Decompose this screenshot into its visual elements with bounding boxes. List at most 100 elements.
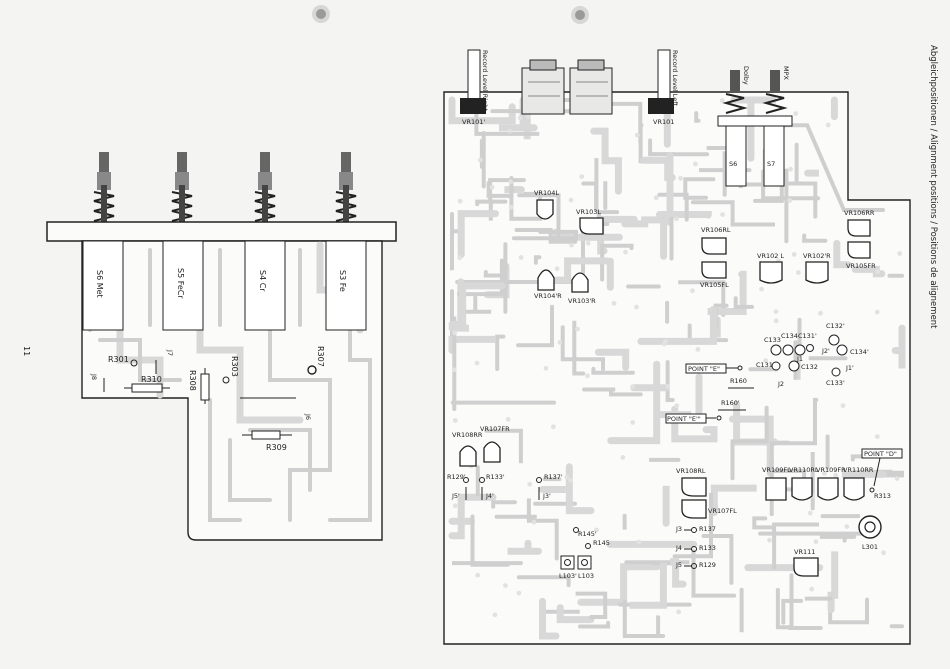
pcb-pad bbox=[759, 286, 764, 292]
label-r137: R137 bbox=[699, 525, 716, 533]
left-board-traces bbox=[88, 241, 372, 522]
pcb-pad bbox=[788, 166, 793, 172]
pcb-pad bbox=[527, 481, 533, 487]
trimmer-vr102l: VR102 L bbox=[757, 252, 784, 284]
label-j8: J8 bbox=[90, 373, 98, 380]
pcb-pad bbox=[452, 503, 458, 509]
pcb-pad bbox=[620, 455, 626, 460]
pcb-trace bbox=[607, 360, 661, 445]
label-j1p: J1' bbox=[845, 364, 854, 372]
pcb-trace bbox=[670, 558, 687, 588]
test-point-e-prime: POINT "E'" bbox=[665, 413, 722, 424]
pcb-pad bbox=[508, 179, 514, 185]
pcb-pad bbox=[897, 251, 903, 256]
label-c132p: C132' bbox=[826, 322, 845, 330]
pcb-trace bbox=[450, 316, 457, 411]
trimmer-row-vr109-vr110: VR109FL VR110RL VR109FR VR110RR bbox=[762, 466, 874, 501]
pcb-pad bbox=[564, 474, 570, 480]
pcb-trace bbox=[572, 320, 586, 376]
label-mpx: MPX bbox=[782, 66, 790, 81]
label-vr101: VR101 bbox=[653, 118, 674, 126]
pcb-pad bbox=[554, 266, 560, 272]
pcb-pad bbox=[611, 300, 617, 306]
label-j5p: J5' bbox=[451, 492, 460, 500]
label-j3p: J3' bbox=[542, 492, 551, 500]
pcb-trace bbox=[457, 258, 504, 297]
switch-s5-label: S5 FeCr bbox=[176, 268, 185, 299]
right-board: Record Level Right VR101' Record Level L… bbox=[443, 49, 911, 645]
pcb-trace bbox=[622, 599, 666, 638]
pcb-trace bbox=[495, 334, 506, 371]
pcb-trace bbox=[448, 282, 506, 332]
pcb-pad bbox=[623, 249, 628, 255]
label-point-d: POINT "D" bbox=[864, 450, 897, 458]
pcb-pad bbox=[773, 318, 779, 324]
label-c132: C132 bbox=[801, 363, 818, 371]
pcb-pad bbox=[557, 340, 563, 345]
pcb-trace bbox=[474, 111, 540, 136]
pcb-trace bbox=[483, 270, 505, 278]
component-j8: J8 bbox=[90, 373, 105, 392]
pcb-pad bbox=[763, 358, 768, 363]
trimmer-vr104l: VR104L bbox=[534, 189, 559, 220]
pcb-pad bbox=[634, 304, 639, 310]
pcb-trace bbox=[640, 156, 676, 181]
pcb-trace bbox=[752, 516, 774, 530]
pcb-pad bbox=[569, 242, 574, 248]
pcb-pad bbox=[807, 510, 813, 516]
label-vr106rl: VR106RL bbox=[701, 226, 731, 234]
label-vr106rr: VR106RR bbox=[844, 209, 875, 217]
pcb-trace bbox=[594, 348, 630, 371]
pcb-pad bbox=[720, 212, 725, 218]
label-vr103r: VR103'R bbox=[568, 297, 596, 305]
pcb-trace bbox=[621, 216, 668, 260]
label-j2p: J2' bbox=[821, 347, 830, 355]
pcb-pad bbox=[813, 539, 819, 545]
label-vr109fl: VR109FL bbox=[762, 466, 791, 474]
label-vr102l: VR102 L bbox=[757, 252, 784, 260]
label-c131p: C131' bbox=[798, 332, 817, 340]
pcb-trace bbox=[560, 325, 605, 371]
pcb-pad bbox=[567, 477, 573, 483]
pcb-pad bbox=[517, 115, 523, 121]
pcb-pad bbox=[825, 122, 831, 128]
pcb-pad bbox=[452, 418, 458, 423]
pcb-pad bbox=[818, 310, 823, 316]
components-r145: R145' R145 bbox=[573, 527, 610, 549]
pcb-trace bbox=[582, 387, 643, 397]
label-vr105fl: VR105FL bbox=[700, 281, 729, 289]
label-j4p: J4' bbox=[485, 492, 494, 500]
label-r145p: R145' bbox=[578, 530, 597, 538]
pcb-trace bbox=[526, 498, 559, 561]
trimmer-vr105fr: VR105FR bbox=[846, 241, 876, 270]
pcb-trace bbox=[690, 200, 775, 227]
pcb-trace bbox=[539, 597, 560, 640]
pcb-trace bbox=[827, 551, 839, 614]
pcb-trace bbox=[678, 280, 726, 317]
pcb-pad bbox=[881, 550, 886, 556]
label-point-e-prime: POINT "E'" bbox=[667, 415, 701, 423]
input-jacks bbox=[521, 59, 613, 115]
switch-s7-right: S7 bbox=[763, 125, 785, 187]
pcb-trace bbox=[781, 598, 804, 625]
binder-hole-right bbox=[571, 6, 589, 24]
pcb-trace bbox=[694, 111, 701, 123]
label-vr103l: VR103L bbox=[576, 208, 601, 216]
left-board-outline bbox=[81, 240, 383, 541]
pcb-trace bbox=[730, 96, 777, 162]
component-r310: R310 bbox=[124, 375, 170, 393]
trimmer-vr102r: VR102'R bbox=[803, 252, 831, 284]
left-board: S6 Met S5 FeCr S4 Cr S3 Fe R301 J7 J8 bbox=[46, 152, 397, 541]
pcb-trace bbox=[769, 397, 819, 482]
pcb-trace bbox=[819, 534, 857, 543]
label-vr104r: VR104'R bbox=[534, 292, 562, 300]
label-j1: J1 bbox=[796, 355, 803, 363]
pcb-trace bbox=[629, 562, 667, 609]
trimmer-vr108rl: VR108RL bbox=[676, 467, 707, 497]
label-vr101-prime: VR101' bbox=[462, 118, 485, 126]
pcb-trace bbox=[578, 620, 611, 629]
pcb-trace bbox=[802, 233, 828, 243]
label-r137p: R137' bbox=[544, 473, 563, 481]
pcb-pad bbox=[489, 184, 495, 190]
pcb-trace bbox=[710, 484, 757, 516]
